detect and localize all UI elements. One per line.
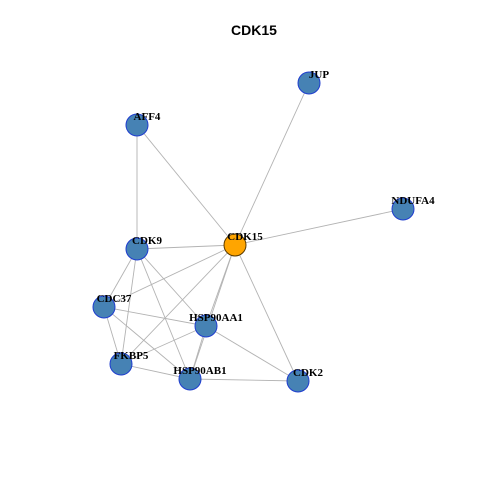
label-layer: CDK15 JUP AFF4NDUFA4CDK9CDC37HSP90AA1FKBP5… bbox=[97, 69, 436, 379]
node-hsp90aa1[interactable] bbox=[194, 314, 218, 338]
node-cdk9[interactable] bbox=[125, 237, 149, 261]
edge-hsp90aa1-cdk2 bbox=[205, 325, 299, 382]
edge-cdk9-fkbp5 bbox=[120, 248, 138, 365]
edge-cdk15-hsp90ab1 bbox=[189, 244, 236, 380]
node-label-cdk15: CDK15 bbox=[227, 231, 263, 243]
node-aff4[interactable] bbox=[125, 113, 149, 137]
edge-cdc37-hsp90aa1 bbox=[103, 306, 207, 327]
edge-hsp90aa1-fkbp5 bbox=[120, 325, 207, 365]
node-ndufa4[interactable] bbox=[391, 197, 415, 221]
node-label-ndufa4: NDUFA4 bbox=[391, 195, 435, 207]
node-label-hsp90aa1: HSP90AA1 bbox=[189, 312, 243, 324]
edge-cdk15-cdk2 bbox=[234, 244, 299, 382]
node-cdk15[interactable] bbox=[223, 233, 247, 257]
edge-cdk15-cdc37 bbox=[103, 244, 236, 308]
node-cdk2[interactable] bbox=[286, 369, 310, 393]
edge-cdk15-aff4 bbox=[136, 124, 236, 246]
node-jup[interactable] bbox=[297, 71, 321, 95]
diagram-title: CDK15 bbox=[231, 22, 277, 38]
edge-cdk9-hsp90aa1 bbox=[136, 248, 207, 327]
edge-cdk9-hsp90ab1 bbox=[136, 248, 191, 380]
edge-cdk15-ndufa4 bbox=[234, 208, 404, 246]
node-label-jup: JUP bbox=[309, 69, 329, 81]
edge-hsp90ab1-cdk2 bbox=[189, 378, 299, 382]
edge-cdk15-cdk9 bbox=[136, 244, 236, 250]
node-layer bbox=[92, 71, 415, 393]
node-hsp90ab1[interactable] bbox=[178, 367, 202, 391]
edge-cdk15-fkbp5 bbox=[120, 244, 236, 365]
node-label-cdc37: CDC37 bbox=[97, 293, 132, 305]
edge-cdk15-jup bbox=[234, 82, 310, 246]
node-fkbp5[interactable] bbox=[109, 352, 133, 376]
edge-cdc37-hsp90ab1 bbox=[103, 306, 191, 380]
node-label-cdk2: CDK2 bbox=[293, 367, 323, 379]
node-label-aff4: AFF4 bbox=[134, 111, 161, 123]
edge-fkbp5-hsp90ab1 bbox=[120, 363, 191, 380]
node-label-cdk9: CDK9 bbox=[132, 235, 162, 247]
node-cdc37[interactable] bbox=[92, 295, 116, 319]
node-label-fkbp5: FKBP5 bbox=[114, 350, 149, 362]
node-label-hsp90ab1: HSP90AB1 bbox=[173, 365, 226, 377]
